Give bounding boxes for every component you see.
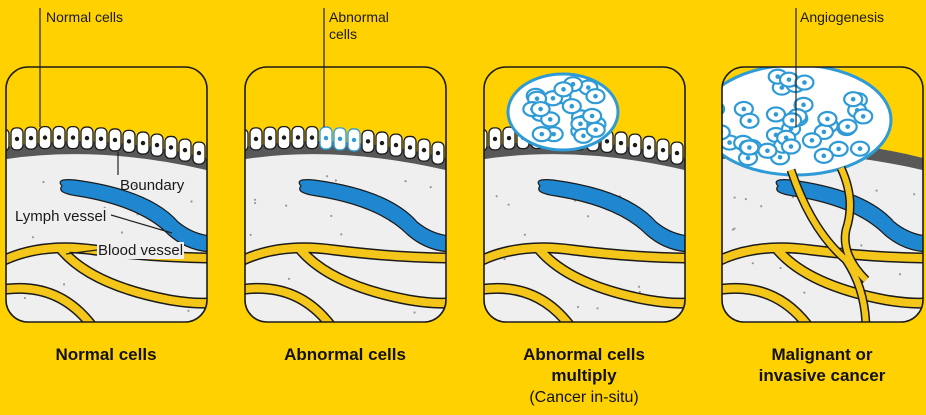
caption-title: Malignant or invasive cancer — [759, 345, 886, 385]
caption-title: Abnormal cells multiply — [523, 345, 645, 385]
label-boundary: Boundary — [120, 177, 184, 194]
abnormal-cell-cluster — [508, 74, 618, 150]
caption-abnormal-cells: Abnormal cells — [245, 344, 445, 365]
caption-normal-cells: Normal cells — [6, 344, 206, 365]
caption-title: Normal cells — [55, 345, 156, 364]
caption-title: Abnormal cells — [284, 345, 406, 364]
label-abnormal-cells: Abnormal cells — [329, 9, 389, 43]
panel-invasive — [701, 65, 926, 330]
panel-abnormal — [236, 67, 454, 330]
label-normal-cells: Normal cells — [46, 9, 123, 26]
caption-malignant-cancer: Malignant or invasive cancer — [722, 344, 922, 386]
label-blood-vessel: Blood vessel — [97, 242, 184, 259]
panel-in-situ — [475, 67, 693, 330]
label-lymph-vessel: Lymph vessel — [14, 208, 107, 225]
label-angiogenesis: Angiogenesis — [800, 9, 884, 26]
panel-normal — [0, 67, 215, 330]
caption-subtitle: (Cancer in-situ) — [529, 389, 638, 406]
caption-abnormal-cells-multiply: Abnormal cells multiply (Cancer in-situ) — [484, 344, 684, 408]
